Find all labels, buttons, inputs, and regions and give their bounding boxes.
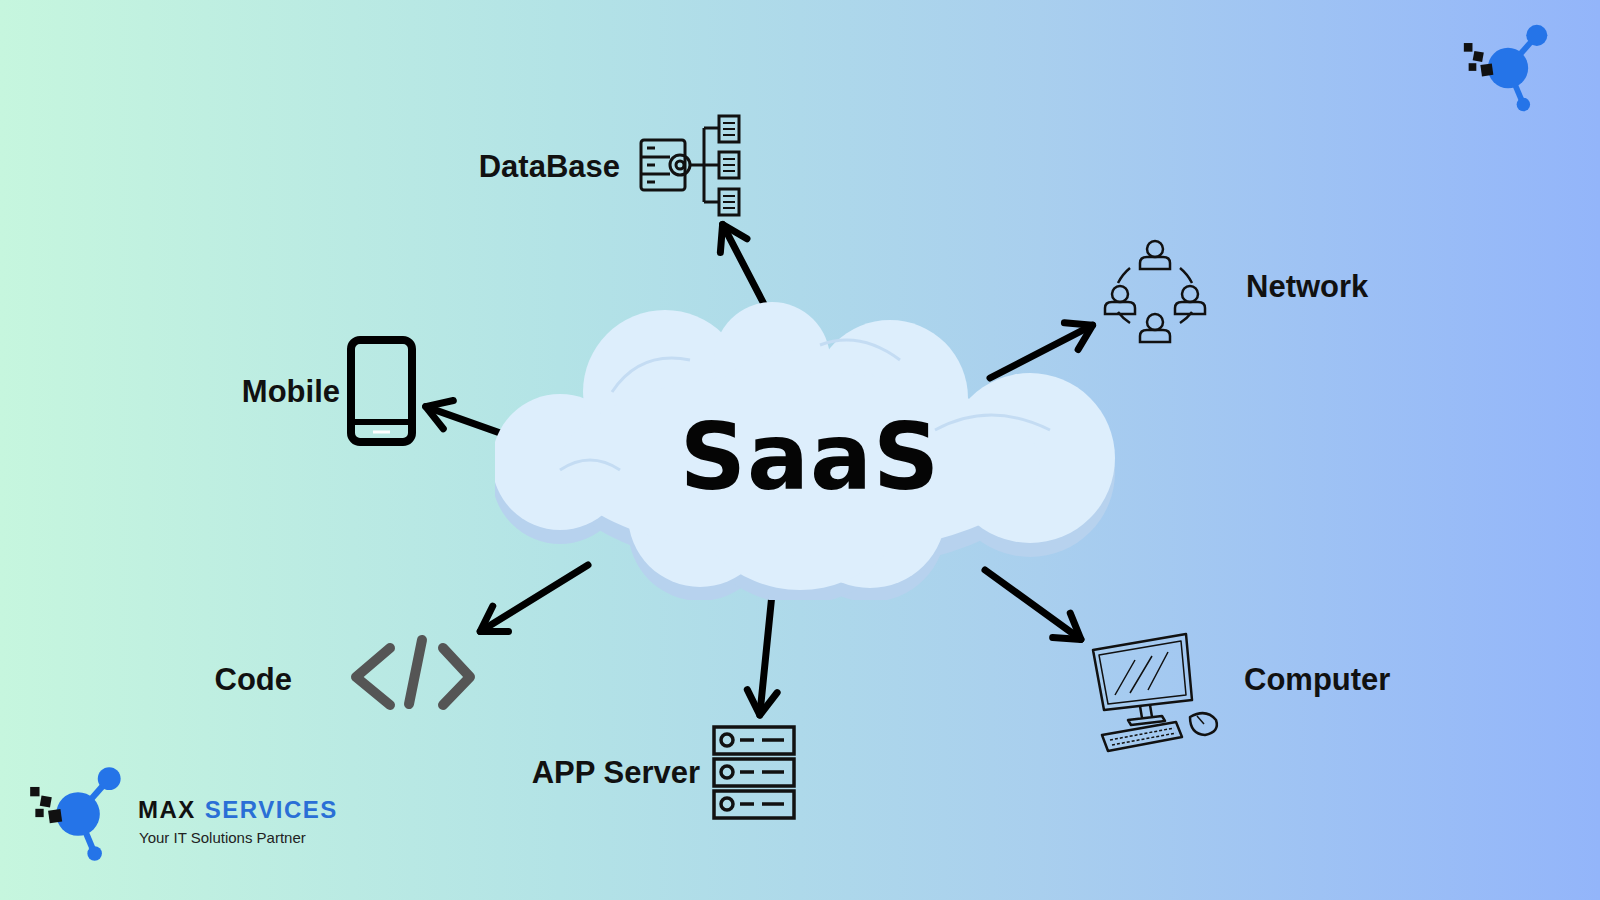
logo-mark [30, 767, 120, 861]
network-icon [1105, 241, 1205, 342]
logo-mark [1464, 25, 1548, 111]
arrow-connector [723, 224, 765, 306]
brand-tagline: Your IT Solutions Partner [139, 829, 306, 846]
node-label: DataBase [479, 149, 620, 185]
cloud-title: SaaS [680, 412, 941, 504]
node-label: Mobile [242, 374, 340, 410]
mobile-icon [351, 340, 412, 442]
brand-name: SERVICES [205, 796, 338, 824]
saas-cloud: SaaS [495, 300, 1120, 600]
mobile-node: Mobile [239, 333, 421, 449]
computer-icon [1093, 634, 1217, 751]
database-icon [641, 116, 739, 215]
node-label: Computer [1244, 662, 1390, 698]
node-label: APP Server [532, 755, 700, 791]
server-icon [714, 727, 794, 818]
server-node: APP Server [529, 720, 801, 824]
database-node: DataBase [476, 111, 749, 220]
arrow-connector [990, 325, 1093, 378]
node-label: Network [1246, 269, 1368, 305]
arrow-connector [760, 594, 772, 715]
computer-node: Computer [1085, 628, 1393, 758]
code-node: Code [212, 634, 480, 714]
code-icon [356, 640, 470, 705]
network-node: Network [1097, 236, 1371, 350]
brand-name: MAX [138, 796, 196, 824]
arrow-connector [480, 565, 588, 631]
node-label: Code [215, 662, 293, 698]
arrow-connector [985, 570, 1081, 639]
